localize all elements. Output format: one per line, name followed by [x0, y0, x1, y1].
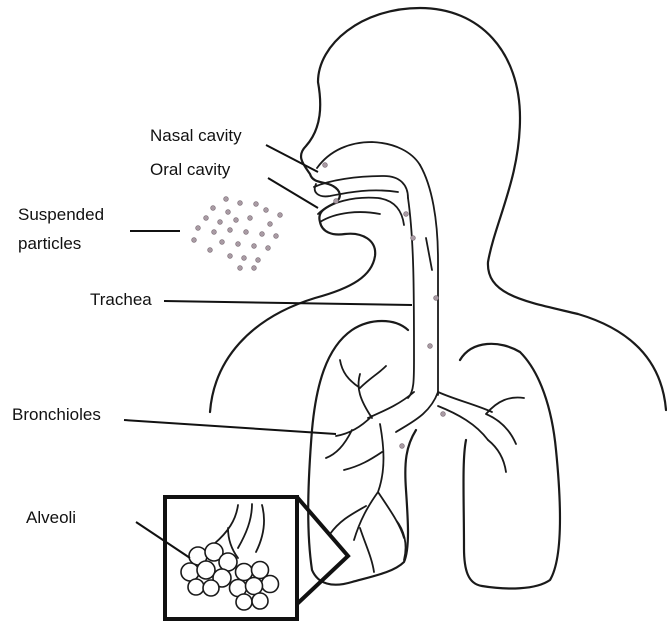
right-bronchus: [438, 392, 492, 440]
bronchiole-tree-right: [486, 398, 524, 472]
trachea-leader: [164, 301, 412, 305]
left-bronchus: [368, 392, 438, 432]
trachea-right-wall: [420, 165, 438, 395]
oral-cavity-leader: [268, 178, 318, 208]
suspended-label-line1: Suspended: [18, 205, 104, 225]
nasal-cavity-outline: [317, 142, 420, 168]
trachea-label: Trachea: [90, 290, 152, 310]
suspended-particles: [192, 197, 283, 271]
trachea-left-wall: [408, 198, 414, 398]
suspended-label-line2: particles: [18, 234, 81, 254]
nasal-passage: [314, 176, 408, 198]
trachea-inner: [426, 238, 432, 270]
nasal-cavity-label: Nasal cavity: [150, 126, 242, 146]
bronchiole-tree-left: [326, 360, 406, 572]
bronchioles-leader: [124, 420, 336, 434]
right-lung-outline: [460, 344, 560, 589]
inset-callout: [297, 497, 348, 604]
oral-cavity-label: Oral cavity: [150, 160, 230, 180]
tongue: [320, 212, 380, 222]
alveoli-label: Alveoli: [26, 508, 76, 528]
bronchioles-label: Bronchioles: [12, 405, 101, 425]
nasal-cavity-leader: [266, 145, 318, 172]
left-lung-outline: [308, 321, 416, 585]
palate: [315, 184, 398, 196]
